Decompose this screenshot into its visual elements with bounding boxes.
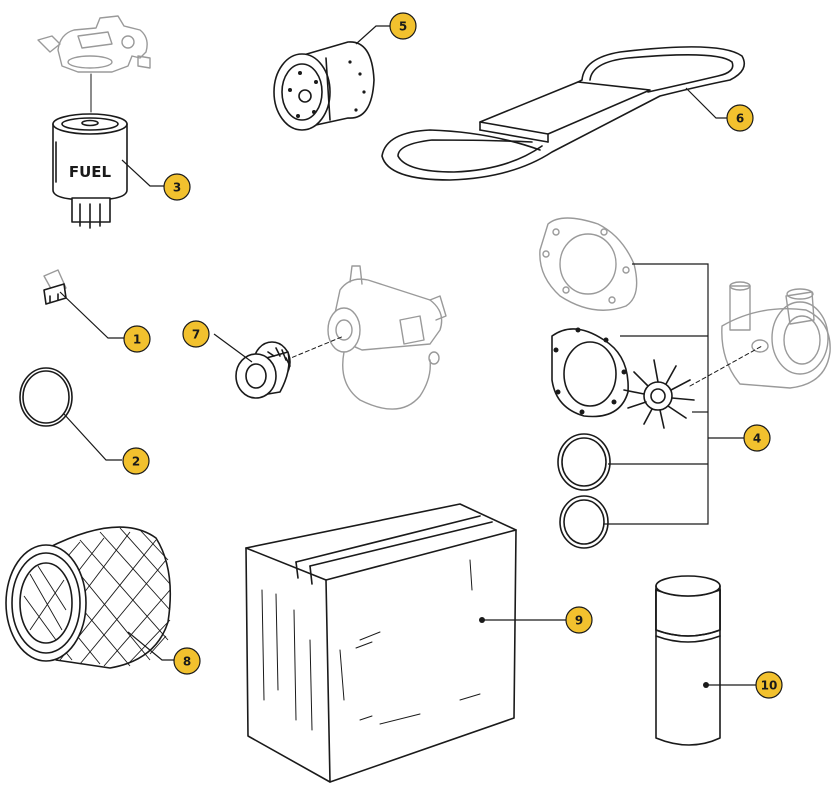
- callout-circle: [123, 325, 151, 353]
- callout-number: 3: [173, 181, 181, 195]
- fuel-filter-illustration: FUEL: [37, 15, 151, 229]
- callout-number: 8: [183, 655, 191, 669]
- callout-badges: 1 2 3 5 6 7 8 9 4 10: [122, 12, 783, 699]
- callout-badge-box: 9: [565, 606, 593, 634]
- callout-circle: [743, 424, 771, 452]
- callout-number: 4: [753, 432, 761, 446]
- callout-badge-zinc-anode: 7: [182, 320, 210, 348]
- callout-number: 1: [133, 333, 141, 347]
- filter-head-outline: [37, 15, 151, 73]
- oil-filter-illustration: [273, 41, 375, 131]
- fuse-illustration: [43, 269, 67, 305]
- filter-canister: [52, 113, 128, 229]
- leader-lines: [59, 25, 756, 688]
- callout-badge-o-ring: 2: [122, 447, 150, 475]
- callout-badge-oil-filter: 5: [389, 12, 417, 40]
- callout-number: 10: [761, 679, 778, 693]
- callout-number: 9: [575, 614, 583, 628]
- callout-number: 2: [132, 455, 140, 469]
- drive-belt-illustration: [381, 46, 746, 181]
- callout-circle: [726, 104, 754, 132]
- callout-circle: [755, 671, 783, 699]
- callout-badge-air-filter: 8: [173, 647, 201, 675]
- callout-number: 7: [192, 328, 200, 342]
- callout-circle: [182, 320, 210, 348]
- pump-kit-illustration: [539, 217, 831, 549]
- callout-circle: [122, 447, 150, 475]
- callout-badge-raw-water-pump-service-kit: 4: [743, 424, 771, 452]
- callout-circle: [389, 12, 417, 40]
- box-illustration: [245, 503, 517, 783]
- callout-number: 6: [736, 112, 744, 126]
- callout-badge-fuse: 1: [123, 325, 151, 353]
- bottle-illustration: [655, 575, 721, 746]
- fuel-filter-label: FUEL: [69, 163, 112, 181]
- callout-circle: [173, 647, 201, 675]
- callout-badge-bottle: 10: [755, 671, 783, 699]
- callout-badge-fuel-filter: 3: [163, 173, 191, 201]
- air-filter-illustration: [5, 526, 172, 669]
- callout-circle: [565, 606, 593, 634]
- callout-circle: [163, 173, 191, 201]
- o-ring-illustration: [19, 367, 73, 427]
- impeller: [623, 359, 695, 429]
- zinc-anode-illustration: [235, 265, 447, 410]
- callout-badge-drive-belt: 6: [726, 104, 754, 132]
- callout-number: 5: [399, 20, 407, 34]
